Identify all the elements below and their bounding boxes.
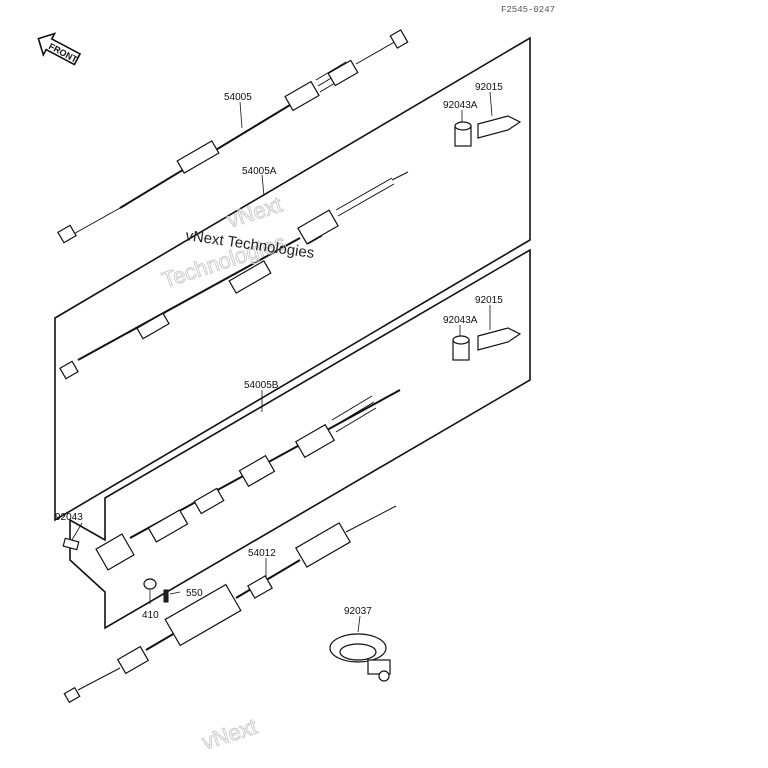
adjuster-92015-lower <box>477 327 522 351</box>
front-arrow-icon: FRONT <box>37 32 82 66</box>
label-92037: 92037 <box>344 606 372 617</box>
label-550: 550 <box>186 588 203 599</box>
adjuster-92015-upper <box>477 115 522 139</box>
upper-frame <box>54 36 531 522</box>
label-92043A-lower: 92043A <box>443 315 478 326</box>
label-54005: 54005 <box>224 92 252 103</box>
label-410: 410 <box>142 610 159 621</box>
adjuster-92043A-upper <box>454 121 472 147</box>
cable-54005B <box>95 389 401 571</box>
lower-frame <box>69 248 531 630</box>
watermark-line1: vNext <box>224 192 285 233</box>
clamp-92037 <box>329 633 391 682</box>
label-54005B: 54005B <box>244 380 279 391</box>
label-92015-lower: 92015 <box>475 295 503 306</box>
leader-lines <box>71 91 493 633</box>
label-92043: 92043 <box>55 512 83 523</box>
washer-410 <box>143 578 157 590</box>
cable-54005A <box>59 171 409 380</box>
cable-54012 <box>63 505 397 704</box>
watermark-bottom: vNext <box>199 714 260 755</box>
label-92015-upper: 92015 <box>475 82 503 93</box>
diagram-code: F2545-0247 <box>501 5 555 15</box>
pin-550 <box>163 589 169 603</box>
adjuster-92043A-lower <box>452 335 470 361</box>
bolt-92043 <box>62 537 80 551</box>
cable-54005 <box>57 29 409 244</box>
label-54012: 54012 <box>248 548 276 559</box>
label-54005A: 54005A <box>242 166 277 177</box>
label-92043A-upper: 92043A <box>443 100 478 111</box>
